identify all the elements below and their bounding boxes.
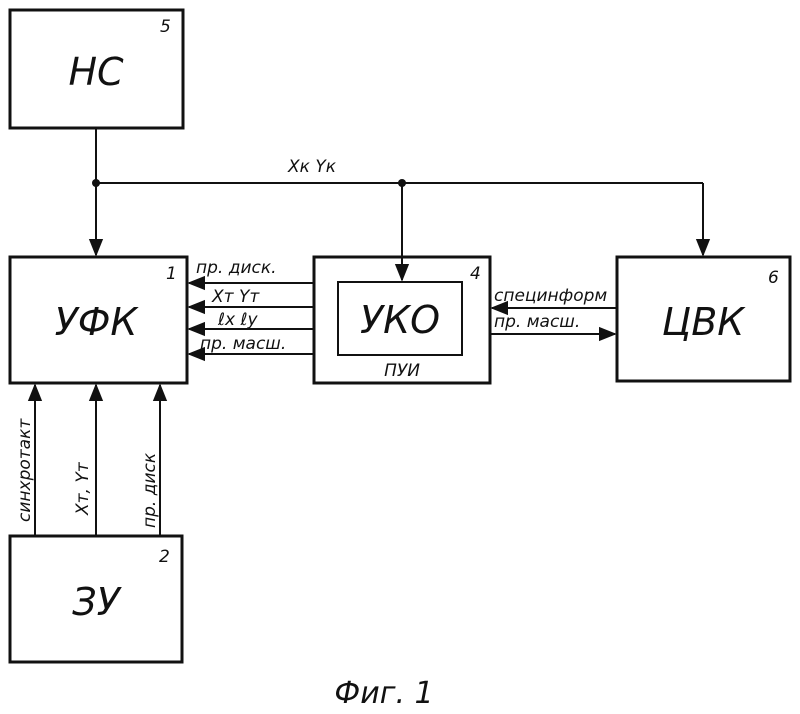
zu-ufk-signals: синхротакт Xт, Yт пр. диск (15, 385, 160, 536)
block-ufk-label: УФК (55, 300, 140, 344)
block-uko-label: УКО (360, 298, 440, 342)
signal-specinform: специнформ (494, 286, 607, 306)
bus-label: Xк Yк (287, 157, 337, 177)
figure-caption: Фиг. 1 (334, 676, 433, 711)
signal-pr-disk-vertical: пр. диск (140, 452, 160, 528)
signal-pr-mash-left: пр. масш. (200, 334, 286, 354)
signal-xt-yt-vertical: Xт, Yт (73, 461, 93, 516)
block-ufk-number: 1 (166, 264, 177, 284)
junction-dot (398, 179, 406, 187)
block-nc: НС 5 (10, 10, 183, 128)
block-nc-number: 5 (160, 17, 171, 37)
block-cvk: ЦВК 6 (617, 257, 790, 381)
block-zu-number: 2 (159, 547, 170, 567)
pui-cvk-signals: специнформ пр. масш. (490, 286, 617, 334)
block-pui-number: 4 (470, 264, 481, 284)
signal-pr-mash-right: пр. масш. (494, 312, 580, 332)
block-zu-label: ЗУ (72, 580, 122, 624)
block-zu: ЗУ 2 (10, 536, 182, 662)
signal-lx-ly: ℓx ℓy (217, 310, 259, 330)
junction-dot (92, 179, 100, 187)
block-ufk: УФК 1 (10, 257, 187, 383)
signal-pr-disk: пр. диск. (196, 258, 277, 278)
block-pui-label: ПУИ (384, 361, 420, 381)
signal-sinhrotakt: синхротакт (15, 418, 35, 522)
block-nc-label: НС (68, 50, 124, 94)
ufk-pui-signals: пр. диск. Xт Yт ℓx ℓy пр. масш. (189, 258, 314, 354)
block-cvk-label: ЦВК (662, 300, 747, 344)
signal-xt-yt: Xт Yт (211, 287, 260, 307)
block-cvk-number: 6 (768, 268, 779, 288)
